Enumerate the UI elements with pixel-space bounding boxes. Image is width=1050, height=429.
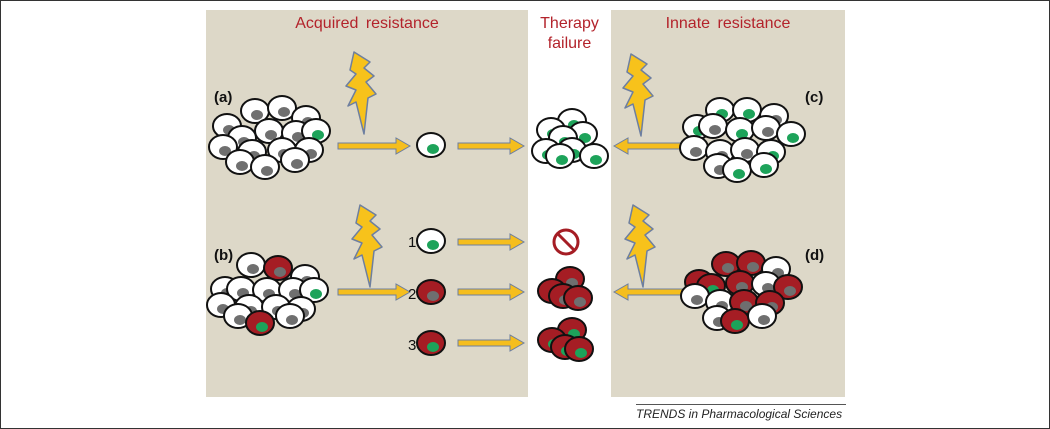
cell-icon	[416, 330, 446, 356]
cell-icon	[563, 285, 593, 311]
cell-icon	[776, 121, 806, 147]
panel-label-d: (d)	[805, 247, 825, 264]
cell-icon	[773, 274, 803, 300]
cell-icon	[698, 113, 728, 139]
cell-icon	[751, 115, 781, 141]
arrow-icon	[337, 137, 412, 155]
acquired-resistance-title: Acquired resistance	[295, 15, 439, 32]
cell-icon	[711, 251, 741, 277]
cell-icon	[254, 118, 284, 144]
arrow-icon	[612, 283, 689, 301]
cell-icon	[416, 132, 446, 158]
lightning-bolt-icon	[345, 51, 377, 135]
lightning-bolt-icon	[622, 53, 654, 137]
prohibition-slash	[556, 232, 576, 252]
panel-label-c: (c)	[805, 89, 824, 106]
cell-icon	[720, 308, 750, 334]
lightning-bolt-icon	[351, 204, 383, 288]
cell-icon	[250, 154, 280, 180]
therapy-failure-title: Therapy failure	[528, 14, 611, 54]
arrow-icon	[457, 137, 526, 155]
subclone-number-2: 2	[408, 286, 417, 303]
arrow-icon	[457, 334, 526, 352]
panel-label-b: (b)	[214, 247, 234, 264]
cell-icon	[736, 250, 766, 276]
panel-label-a: (a)	[214, 89, 233, 106]
innate-resistance-title: Innate resistance	[665, 15, 791, 32]
cell-icon	[749, 152, 779, 178]
cell-icon	[236, 252, 266, 278]
subclone-number-3: 3	[408, 337, 417, 354]
cell-icon	[280, 147, 310, 173]
credit-rule	[636, 404, 846, 405]
cell-icon	[680, 283, 710, 309]
cell-icon	[747, 303, 777, 329]
cell-icon	[679, 135, 709, 161]
credit-text: TRENDS in Pharmacological Sciences	[636, 407, 843, 421]
cell-icon	[275, 303, 305, 329]
therapy-title-line1: Therapy	[540, 15, 599, 32]
cell-icon	[545, 143, 575, 169]
subclone-number-1: 1	[408, 234, 417, 251]
cell-icon	[263, 255, 293, 281]
cell-icon	[240, 98, 270, 124]
cell-icon	[245, 310, 275, 336]
cell-icon	[579, 143, 609, 169]
cell-icon	[299, 277, 329, 303]
arrow-icon	[337, 283, 412, 301]
cell-icon	[223, 303, 253, 329]
arrow-icon	[457, 233, 526, 251]
lightning-bolt-icon	[624, 204, 656, 288]
cell-icon	[416, 228, 446, 254]
arrow-icon	[612, 137, 689, 155]
therapy-title-line2: failure	[547, 35, 592, 52]
cell-icon	[225, 149, 255, 175]
arrow-icon	[457, 283, 526, 301]
cell-icon	[564, 336, 594, 362]
cell-icon	[267, 95, 297, 121]
cell-icon	[722, 157, 752, 183]
cell-icon	[416, 279, 446, 305]
